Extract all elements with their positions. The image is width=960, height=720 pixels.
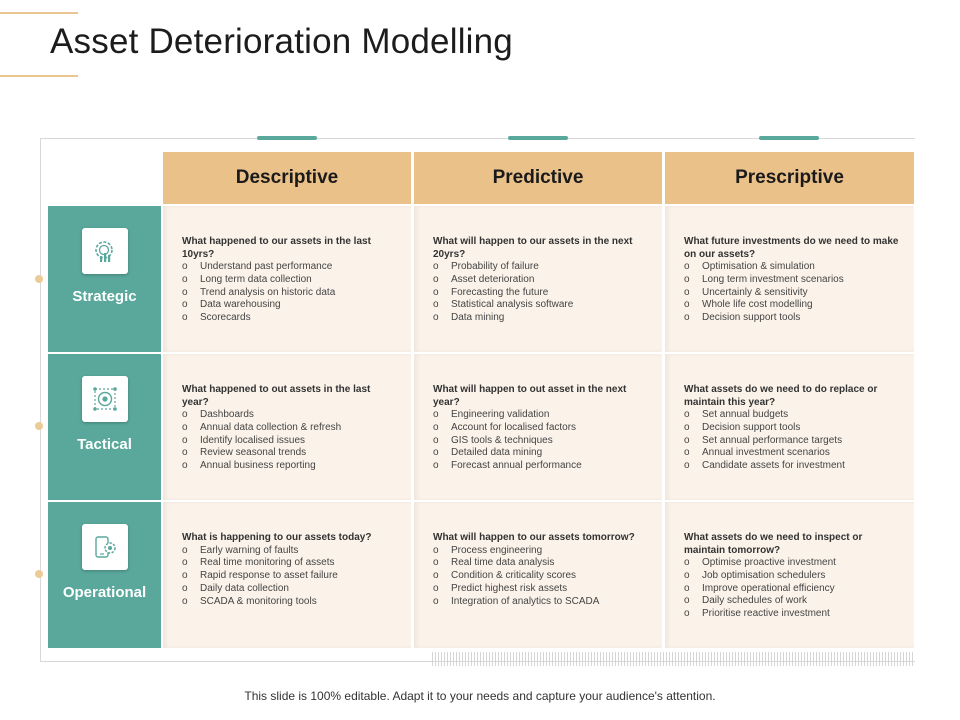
cell-strategic-prescriptive: What future investments do we need to ma… — [665, 206, 914, 352]
cell-list: Probability of failure Asset deteriorati… — [433, 261, 650, 325]
cell-question: What will happen to our assets tomorrow? — [433, 532, 635, 543]
row-marker-operational — [35, 570, 43, 578]
list-item: Statistical analysis software — [433, 299, 650, 312]
list-item: Annual investment scenarios — [684, 447, 902, 460]
cell-list: Set annual budgets Decision support tool… — [684, 409, 902, 473]
list-item: Integration of analytics to SCADA — [433, 596, 650, 609]
list-item: Daily data collection — [182, 583, 399, 596]
list-item: Probability of failure — [433, 261, 650, 274]
cell-tactical-prescriptive: What assets do we need to do replace or … — [665, 354, 914, 500]
decorative-line-bottom — [0, 75, 78, 77]
cell-operational-predictive: What will happen to our assets tomorrow?… — [414, 502, 662, 648]
cell-question: What assets do we need to do replace or … — [684, 384, 878, 408]
cell-list: Early warning of faults Real time monito… — [182, 545, 399, 609]
list-item: Process engineering — [433, 545, 650, 558]
list-item: Asset deterioration — [433, 274, 650, 287]
list-item: Forecast annual performance — [433, 460, 650, 473]
row-marker-strategic — [35, 275, 43, 283]
list-item: Long term investment scenarios — [684, 274, 902, 287]
page-title: Asset Deterioration Modelling — [50, 22, 513, 61]
cell-question: What is happening to our assets today? — [182, 532, 372, 543]
column-header-descriptive: Descriptive — [163, 152, 411, 204]
cell-list: Dashboards Annual data collection & refr… — [182, 409, 399, 473]
cell-list: Understand past performance Long term da… — [182, 261, 399, 325]
mobile-gear-icon — [81, 524, 128, 570]
list-item: Identify localised issues — [182, 435, 399, 448]
list-item: Predict highest risk assets — [433, 583, 650, 596]
list-item: Condition & criticality scores — [433, 570, 650, 583]
list-item: Job optimisation schedulers — [684, 570, 902, 583]
column-header-prescriptive: Prescriptive — [665, 152, 914, 204]
row-label-tactical: Tactical — [77, 436, 132, 453]
list-item: Rapid response to asset failure — [182, 570, 399, 583]
list-item: Data warehousing — [182, 299, 399, 312]
cell-list: Optimisation & simulation Long term inve… — [684, 261, 902, 325]
list-item: Scorecards — [182, 312, 399, 325]
cell-question: What will happen to our assets in the ne… — [433, 236, 633, 260]
list-item: Set annual performance targets — [684, 435, 902, 448]
decorative-hatch-bar — [432, 652, 914, 666]
list-item: Long term data collection — [182, 274, 399, 287]
cell-question: What future investments do we need to ma… — [684, 236, 899, 260]
row-header-strategic: Strategic — [48, 206, 161, 352]
cell-operational-prescriptive: What assets do we need to inspect or mai… — [665, 502, 914, 648]
list-item: Uncertainly & sensitivity — [684, 287, 902, 300]
list-item: Engineering validation — [433, 409, 650, 422]
cell-list: Optimise proactive investment Job optimi… — [684, 557, 902, 621]
cell-question: What will happen to out asset in the nex… — [433, 384, 627, 408]
list-item: Optimisation & simulation — [684, 261, 902, 274]
list-item: SCADA & monitoring tools — [182, 596, 399, 609]
row-header-tactical: Tactical — [48, 354, 161, 500]
list-item: Daily schedules of work — [684, 595, 902, 608]
cell-strategic-descriptive: What happened to our assets in the last … — [163, 206, 411, 352]
column-header-predictive: Predictive — [414, 152, 662, 204]
list-item: Forecasting the future — [433, 287, 650, 300]
list-item: Early warning of faults — [182, 545, 399, 558]
column-tab-descriptive — [257, 136, 317, 140]
list-item: Decision support tools — [684, 312, 902, 325]
row-marker-tactical — [35, 422, 43, 430]
list-item: Prioritise reactive investment — [684, 608, 902, 621]
list-item: Improve operational efficiency — [684, 583, 902, 596]
list-item: Whole life cost modelling — [684, 299, 902, 312]
list-item: Annual data collection & refresh — [182, 422, 399, 435]
column-tab-prescriptive — [759, 136, 819, 140]
list-item: Review seasonal trends — [182, 447, 399, 460]
cell-question: What happened to out assets in the last … — [182, 384, 371, 408]
cell-question: What assets do we need to inspect or mai… — [684, 532, 863, 556]
cell-operational-descriptive: What is happening to our assets today? E… — [163, 502, 411, 648]
target-icon — [81, 376, 128, 422]
list-item: Candidate assets for investment — [684, 460, 902, 473]
list-item: Real time monitoring of assets — [182, 557, 399, 570]
list-item: Decision support tools — [684, 422, 902, 435]
row-header-operational: Operational — [48, 502, 161, 648]
footer-note: This slide is 100% editable. Adapt it to… — [244, 689, 716, 703]
list-item: Optimise proactive investment — [684, 557, 902, 570]
column-tab-predictive — [508, 136, 568, 140]
list-item: Understand past performance — [182, 261, 399, 274]
list-item: Real time data analysis — [433, 557, 650, 570]
list-item: Account for localised factors — [433, 422, 650, 435]
list-item: Data mining — [433, 312, 650, 325]
cell-tactical-descriptive: What happened to out assets in the last … — [163, 354, 411, 500]
row-label-strategic: Strategic — [72, 288, 137, 305]
gear-chart-icon — [81, 228, 128, 274]
list-item: Trend analysis on historic data — [182, 287, 399, 300]
cell-strategic-predictive: What will happen to our assets in the ne… — [414, 206, 662, 352]
list-item: Dashboards — [182, 409, 399, 422]
list-item: GIS tools & techniques — [433, 435, 650, 448]
cell-list: Process engineering Real time data analy… — [433, 545, 650, 609]
cell-list: Engineering validation Account for local… — [433, 409, 650, 473]
list-item: Set annual budgets — [684, 409, 902, 422]
cell-tactical-predictive: What will happen to out asset in the nex… — [414, 354, 662, 500]
list-item: Detailed data mining — [433, 447, 650, 460]
list-item: Annual business reporting — [182, 460, 399, 473]
row-label-operational: Operational — [62, 584, 147, 601]
cell-question: What happened to our assets in the last … — [182, 236, 371, 260]
decorative-line-top — [0, 12, 78, 14]
